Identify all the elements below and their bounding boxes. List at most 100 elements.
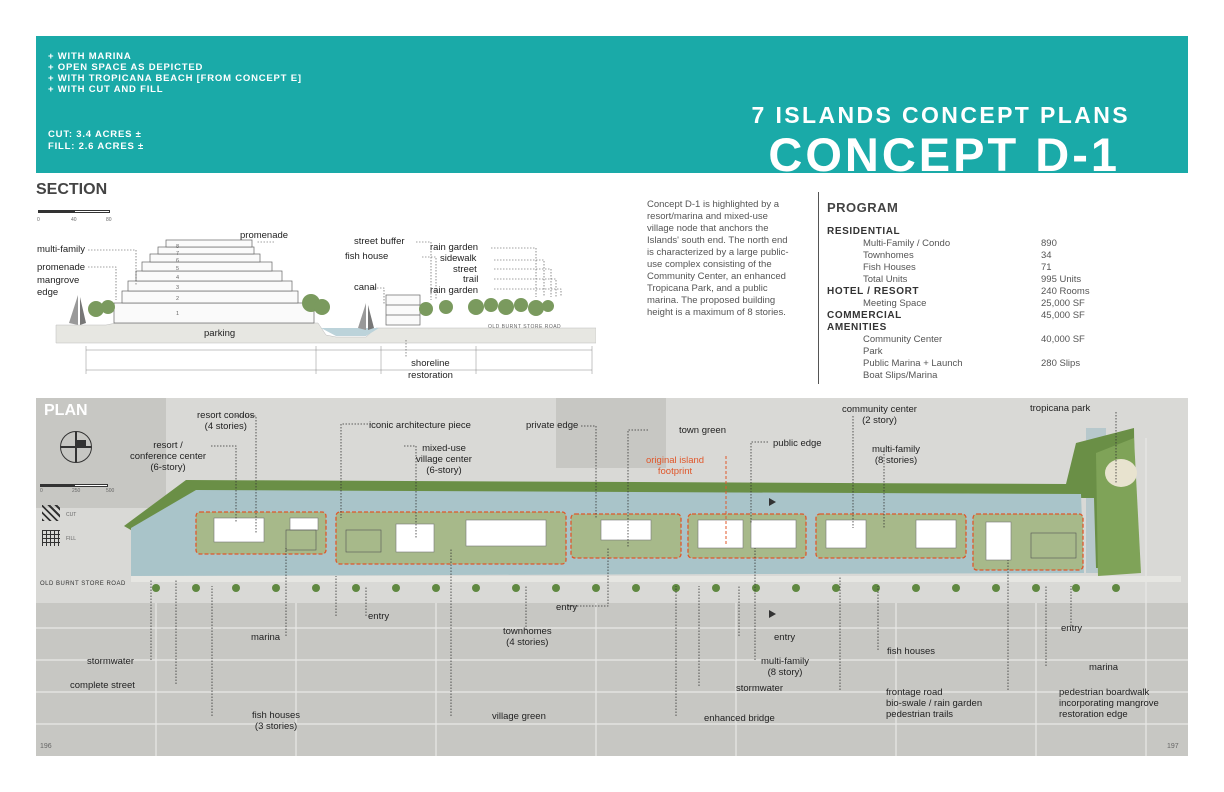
- north-arrow-icon: [60, 431, 92, 463]
- program-label: Townhomes: [863, 250, 914, 261]
- fill-legend-icon: [42, 530, 60, 546]
- program-value: 890: [1041, 238, 1057, 249]
- plan-label: enhanced bridge: [704, 713, 775, 724]
- plan-label: stormwater: [736, 683, 783, 694]
- plan-drawing: [36, 398, 1188, 756]
- plan-label: town green: [679, 425, 727, 436]
- program-label: Multi-Family / Condo: [863, 238, 951, 249]
- section-label: rain garden: [430, 285, 479, 296]
- program-value: 25,000 SF: [1041, 298, 1085, 309]
- section-label: sidewalk: [440, 253, 477, 264]
- program-label: Fish Houses: [863, 262, 916, 273]
- program-value: 71: [1041, 262, 1052, 273]
- program-value: 240 Rooms: [1041, 286, 1090, 297]
- plan-map: PLAN 0 250 500 CUT FILL OLD BURNT STORE …: [36, 398, 1188, 756]
- plan-label: public edge: [773, 438, 822, 449]
- scale-tick: 0: [40, 488, 43, 494]
- section-label: shoreline restoration: [408, 358, 453, 381]
- plan-label: iconic architecture piece: [369, 420, 471, 431]
- page-number-right: 197: [1167, 743, 1179, 750]
- plan-label: mixed-use village center (6-story): [416, 443, 472, 476]
- concept-description: Concept D-1 is highlighted by a resort/m…: [647, 199, 789, 318]
- scale-tick: 80: [106, 217, 112, 223]
- section-label: rain garden: [430, 242, 479, 253]
- section-label: multi-family: [37, 244, 86, 255]
- scale-tick: 40: [71, 217, 77, 223]
- plan-label: marina: [251, 632, 281, 643]
- plan-label: entry: [774, 632, 796, 643]
- plan-label: stormwater: [87, 656, 134, 667]
- header-note: + WITH TROPICANA BEACH [FROM CONCEPT E]: [48, 73, 302, 84]
- program-title: PROGRAM: [827, 200, 899, 215]
- plan-label: multi-family (8 story): [761, 656, 810, 678]
- road-label: OLD BURNT STORE ROAD: [40, 581, 126, 587]
- original-footprint-label: original island footprint: [646, 455, 705, 477]
- header-band: + WITH MARINA + OPEN SPACE AS DEPICTED +…: [36, 36, 1188, 180]
- section-label: trail: [463, 274, 479, 285]
- plan-scale-bar: [40, 484, 108, 488]
- section-label: promenade: [240, 230, 289, 241]
- header-note: + WITH CUT AND FILL: [48, 84, 164, 95]
- header-note: + OPEN SPACE AS DEPICTED: [48, 62, 204, 73]
- plan-label: resort condos (4 stories): [197, 410, 255, 432]
- section-label: mangrove edge: [37, 275, 80, 298]
- section-drawing: [55, 239, 596, 374]
- fill-legend-label: FILL: [66, 536, 77, 542]
- floor-number: 1: [176, 311, 180, 317]
- program-value: 34: [1041, 250, 1052, 261]
- floor-number: 6: [176, 258, 180, 264]
- fill-acres: FILL: 2.6 ACRES ±: [48, 141, 145, 152]
- program-label: Community Center: [863, 334, 943, 345]
- program-heading: HOTEL / RESORT: [827, 286, 920, 297]
- plan-label: village green: [492, 711, 546, 722]
- plan-label: entry: [1061, 623, 1083, 634]
- plan-label: complete street: [70, 680, 135, 691]
- section-scale-bar: [38, 210, 110, 215]
- road-sign: OLD BURNT STORE ROAD: [488, 324, 562, 330]
- cut-legend-icon: [42, 505, 60, 521]
- program-heading: AMENITIES: [827, 322, 887, 333]
- page-number-left: 196: [40, 743, 52, 750]
- page-subtitle: 7 ISLANDS CONCEPT PLANS: [751, 102, 1130, 128]
- program-heading: COMMERCIAL: [827, 310, 902, 321]
- floor-number: 8: [176, 244, 180, 250]
- section-label: promenade: [37, 262, 86, 273]
- plan-label: private edge: [526, 420, 579, 431]
- scale-tick: 500: [106, 488, 115, 494]
- plan-label: marina: [1089, 662, 1119, 673]
- program-value: 40,000 SF: [1041, 334, 1085, 345]
- cut-acres: CUT: 3.4 ACRES ±: [48, 129, 142, 140]
- plan-label: community center (2 story): [842, 404, 917, 426]
- plan-label: resort / conference center (6-story): [130, 440, 207, 473]
- section-label: fish house: [345, 251, 389, 262]
- section-label: street: [453, 264, 477, 275]
- program-label: Boat Slips/Marina: [863, 370, 938, 381]
- program-label: Public Marina + Launch: [863, 358, 963, 369]
- program-value: 280 Slips: [1041, 358, 1081, 369]
- plan-label: townhomes (4 stories): [503, 626, 552, 648]
- plan-label: entry: [368, 611, 390, 622]
- scale-tick: 0: [37, 217, 40, 223]
- floor-number: 2: [176, 296, 180, 302]
- program-value: 45,000 SF: [1041, 310, 1085, 321]
- plan-label: fish houses: [887, 646, 936, 657]
- scale-tick: 250: [72, 488, 81, 494]
- floor-number: 5: [176, 266, 180, 272]
- plan-label: pedestrian boardwalk incorporating mangr…: [1059, 687, 1159, 720]
- program-value: 995 Units: [1041, 274, 1082, 285]
- program-panel: PROGRAM RESIDENTIAL Multi-Family / Condo…: [818, 192, 1187, 384]
- section-label: street buffer: [354, 236, 405, 247]
- plan-label: frontage road bio-swale / rain garden pe…: [886, 687, 983, 720]
- floor-number: 3: [176, 285, 180, 291]
- floor-number: 7: [176, 251, 180, 257]
- program-label: Total Units: [863, 274, 908, 285]
- program-label: Meeting Space: [863, 298, 927, 309]
- floor-number: 4: [176, 275, 180, 281]
- section-title: SECTION: [36, 181, 108, 198]
- page-title: CONCEPT D-1: [768, 128, 1120, 181]
- section-label: parking: [204, 328, 236, 339]
- program-heading: RESIDENTIAL: [827, 226, 901, 237]
- header-note: + WITH MARINA: [48, 51, 132, 62]
- plan-label: tropicana park: [1030, 403, 1091, 414]
- program-label: Park: [863, 346, 883, 357]
